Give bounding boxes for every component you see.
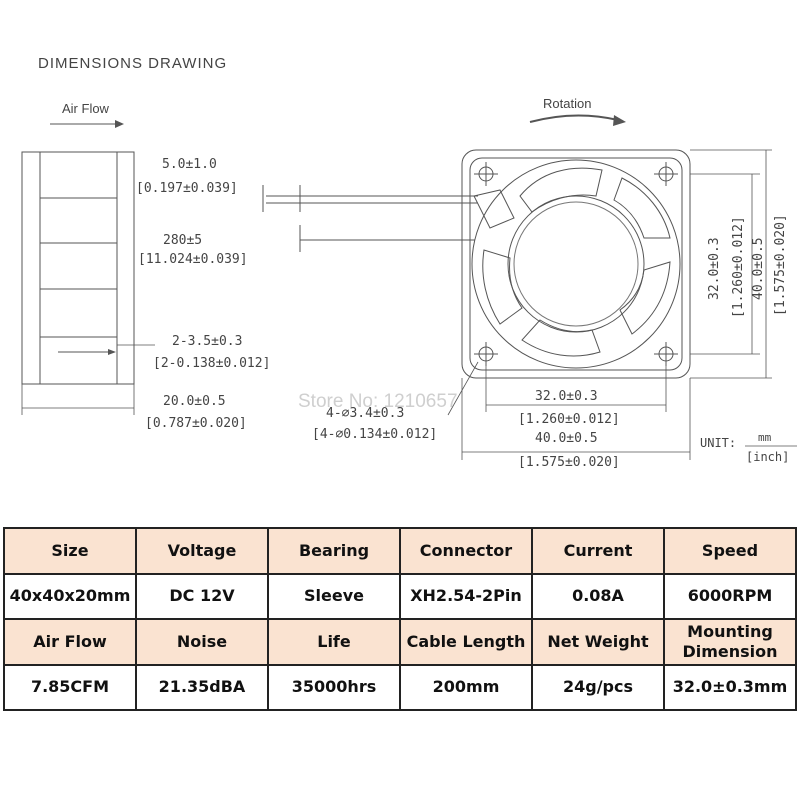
spec-header-air-flow: Air Flow <box>3 618 137 666</box>
spec-value-row-1: 40x40x20mm DC 12V Sleeve XH2.54-2Pin 0.0… <box>3 572 797 620</box>
hole-pitch-h-inch: [1.260±0.012] <box>518 412 620 427</box>
spec-value-speed: 6000RPM <box>663 572 797 620</box>
unit-inch: [inch] <box>746 450 789 464</box>
spec-header-bearing: Bearing <box>267 527 401 575</box>
air-flow-arrow: Air Flow <box>50 101 124 128</box>
spec-header-row-2: Air Flow Noise Life Cable Length Net Wei… <box>3 618 797 666</box>
spec-header-cable-length: Cable Length <box>399 618 533 666</box>
fan-blades <box>482 167 671 357</box>
dimensions-drawing: DIMENSIONS DRAWING Air Flow 5.0±1.0 [0.1… <box>21 55 797 470</box>
lead-length-value: 5.0±1.0 <box>162 157 217 172</box>
unit-label: UNIT: <box>700 436 736 450</box>
unit-mm: mm <box>758 431 772 444</box>
spec-header-speed: Speed <box>663 527 797 575</box>
thickness-inch: [0.787±0.020] <box>145 416 247 431</box>
hole-depth-value: 2-3.5±0.3 <box>172 334 242 349</box>
vertical-dimension-lines <box>690 149 772 379</box>
cable-length-inch: [11.024±0.039] <box>138 252 248 267</box>
hole-pitch-h-value: 32.0±0.3 <box>535 389 598 404</box>
spec-header-life: Life <box>267 618 401 666</box>
spec-value-voltage: DC 12V <box>135 572 269 620</box>
spec-header-connector: Connector <box>399 527 533 575</box>
height-value: 40.0±0.5 <box>751 237 766 300</box>
thickness-dimension-line <box>21 384 135 415</box>
spec-value-noise: 21.35dBA <box>135 663 269 711</box>
lead-length-inch: [0.197±0.039] <box>136 181 238 196</box>
spec-value-current: 0.08A <box>531 572 665 620</box>
hole-pitch-v-inch: [1.260±0.012] <box>731 216 746 318</box>
spec-header-size: Size <box>3 527 137 575</box>
spec-header-net-weight: Net Weight <box>531 618 665 666</box>
horizontal-dimension-lines <box>447 361 691 460</box>
spec-value-cable-length: 200mm <box>399 663 533 711</box>
air-flow-label: Air Flow <box>62 101 110 116</box>
cable-leads <box>262 185 478 252</box>
rotation-arrow <box>529 114 619 123</box>
store-watermark: Store No: 1210657 <box>298 391 458 412</box>
spec-value-row-2: 7.85CFM 21.35dBA 35000hrs 200mm 24g/pcs … <box>3 663 797 711</box>
thickness-value: 20.0±0.5 <box>163 394 226 409</box>
height-inch: [1.575±0.020] <box>773 214 788 316</box>
hole-pitch-v-value: 32.0±0.3 <box>707 237 722 300</box>
cable-exit <box>473 189 515 229</box>
hole-diameter-inch: [4-⌀0.134±0.012] <box>312 427 437 442</box>
width-inch: [1.575±0.020] <box>518 455 620 470</box>
hole-depth-inch: [2-0.138±0.012] <box>153 356 270 371</box>
drawing-title: DIMENSIONS DRAWING <box>38 55 227 72</box>
spec-header-current: Current <box>531 527 665 575</box>
cable-length-value: 280±5 <box>163 233 202 248</box>
spec-header-voltage: Voltage <box>135 527 269 575</box>
spec-header-row-1: Size Voltage Bearing Connector Current S… <box>3 527 797 575</box>
spec-header-noise: Noise <box>135 618 269 666</box>
side-view <box>21 151 135 385</box>
mounting-holes <box>474 162 678 366</box>
spec-value-net-weight: 24g/pcs <box>531 663 665 711</box>
width-value: 40.0±0.5 <box>535 431 598 446</box>
spec-value-life: 35000hrs <box>267 663 401 711</box>
spec-value-connector: XH2.54-2Pin <box>399 572 533 620</box>
spec-value-mounting-dimension: 32.0±0.3mm <box>663 663 797 711</box>
rotation-label: Rotation <box>543 96 591 111</box>
hole-diameter-value: 4-⌀3.4±0.3 <box>326 406 404 421</box>
spec-header-mounting-dimension: Mounting Dimension <box>663 618 797 666</box>
spec-value-size: 40x40x20mm <box>3 572 137 620</box>
spec-table: Size Voltage Bearing Connector Current S… <box>3 527 797 711</box>
spec-value-air-flow: 7.85CFM <box>3 663 137 711</box>
fan-front-view <box>461 149 691 379</box>
spec-value-bearing: Sleeve <box>267 572 401 620</box>
